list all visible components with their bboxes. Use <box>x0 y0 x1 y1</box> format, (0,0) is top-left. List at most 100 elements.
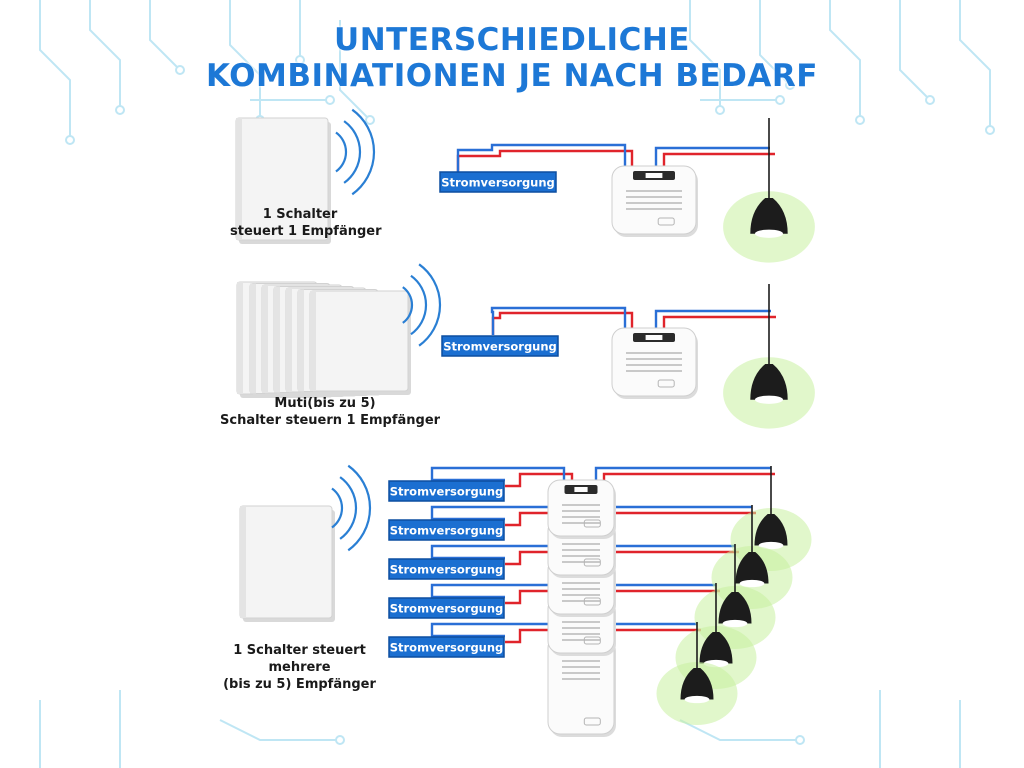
pendant-lamp-icon <box>723 284 815 429</box>
circuit-trace <box>89 0 121 110</box>
circuit-trace <box>149 0 181 71</box>
switch-plate <box>309 290 409 392</box>
label-text: Stromversorgung <box>443 340 557 354</box>
wire-neutral <box>430 466 566 486</box>
label-box <box>388 480 505 502</box>
caption-section-1: 1 Schalter steuert 1 Empfänger <box>230 206 382 240</box>
lamp-shade <box>718 592 752 624</box>
lamp-shade <box>754 514 788 546</box>
wire-live <box>662 152 775 168</box>
signal-arc <box>347 464 372 552</box>
switch-edge <box>286 288 292 392</box>
wireless-signal-icon <box>335 108 376 196</box>
receiver-button <box>657 379 675 388</box>
circuit-node <box>925 95 935 105</box>
circuit-node <box>65 135 75 145</box>
wire-pair-right <box>654 309 776 330</box>
circuit-trace <box>229 0 261 120</box>
lamp-shade <box>699 632 733 664</box>
receiver-button <box>583 597 601 606</box>
lamp-bulb <box>754 229 784 238</box>
circuit-node <box>785 80 795 90</box>
receiver-print <box>562 600 600 602</box>
wire-pair-left <box>490 306 634 335</box>
power-supply-label: Stromversorgung <box>439 171 557 193</box>
wire-live <box>602 511 756 525</box>
lamp-bulb <box>722 619 748 628</box>
lamp-shade <box>750 198 788 234</box>
receiver-print <box>562 633 600 635</box>
wire-pair-left <box>456 143 634 172</box>
signal-arc <box>343 120 362 184</box>
caption-line: Muti(bis zu 5) <box>274 396 376 411</box>
wire-pair-right <box>594 505 756 525</box>
switch-edge <box>310 291 316 391</box>
wire-pair-right <box>594 466 775 486</box>
circuit-node <box>295 55 305 65</box>
label-text: Stromversorgung <box>390 485 504 499</box>
wireless-signal-icon <box>402 263 442 347</box>
circuit-node <box>325 95 335 105</box>
power-supply-label: Stromversorgung <box>388 558 505 580</box>
lamp-bulb <box>758 541 784 550</box>
receiver-body <box>611 327 697 397</box>
switch-plate <box>239 505 333 619</box>
receiver-print <box>626 196 682 198</box>
signal-arc <box>418 263 442 347</box>
circuit-node <box>365 115 375 125</box>
caption-section-3: 1 Schalter steuert mehrere (bis zu 5) Em… <box>212 642 387 693</box>
switch-edge <box>250 283 256 394</box>
wall-switch-icon <box>309 290 411 395</box>
circuit-node <box>175 65 185 75</box>
receiver-print <box>562 588 600 590</box>
switch-edge <box>274 286 280 393</box>
receiver-print <box>562 516 600 518</box>
title-line-2: KOMBINATIONEN JE NACH BEDARF <box>206 58 818 94</box>
switch-edge <box>237 282 243 394</box>
switch-edge <box>240 506 246 618</box>
receiver-print <box>626 352 682 354</box>
wire-pair-right <box>654 146 775 168</box>
wire-neutral <box>594 544 735 564</box>
wire-neutral <box>654 146 770 168</box>
receiver-print <box>562 510 600 512</box>
signal-arc <box>410 274 428 336</box>
receiver-print <box>626 358 682 360</box>
receiver-print <box>626 370 682 372</box>
wire-neutral <box>654 309 771 330</box>
receiver-print <box>562 678 600 680</box>
receiver-body <box>611 165 697 235</box>
label-box <box>439 171 557 193</box>
receiver-print <box>562 672 600 674</box>
caption-line: (bis zu 5) Empfänger <box>223 677 376 692</box>
caption-line: 1 Schalter <box>262 207 338 222</box>
receiver-print <box>562 522 600 524</box>
wire-neutral <box>594 466 771 486</box>
switch-edge <box>298 289 304 392</box>
receiver-button <box>583 519 601 528</box>
receiver-module-icon <box>611 327 698 399</box>
pendant-lamp-icon <box>656 622 738 725</box>
receiver-module-icon <box>611 165 698 237</box>
wireless-signal-icon <box>331 464 372 552</box>
receiver-terminal-gap <box>645 173 663 178</box>
label-text: Stromversorgung <box>390 641 504 655</box>
wire-pair-left <box>430 466 574 488</box>
wire-live <box>456 149 634 172</box>
receiver-print <box>626 190 682 192</box>
label-text: Stromversorgung <box>390 602 504 616</box>
wire-neutral <box>594 505 752 525</box>
circuit-trace <box>39 0 71 140</box>
caption-section-2: Muti(bis zu 5) Schalter steuern 1 Empfän… <box>220 395 440 429</box>
receiver-print <box>562 666 600 668</box>
wire-live <box>491 311 634 335</box>
circuit-trace <box>679 719 800 741</box>
receiver-terminal-gap <box>574 487 588 492</box>
caption-line: steuert 1 Empfänger <box>230 224 382 239</box>
power-supply-label: Stromversorgung <box>388 597 505 619</box>
label-box <box>441 335 559 357</box>
circuit-trace <box>689 0 721 110</box>
